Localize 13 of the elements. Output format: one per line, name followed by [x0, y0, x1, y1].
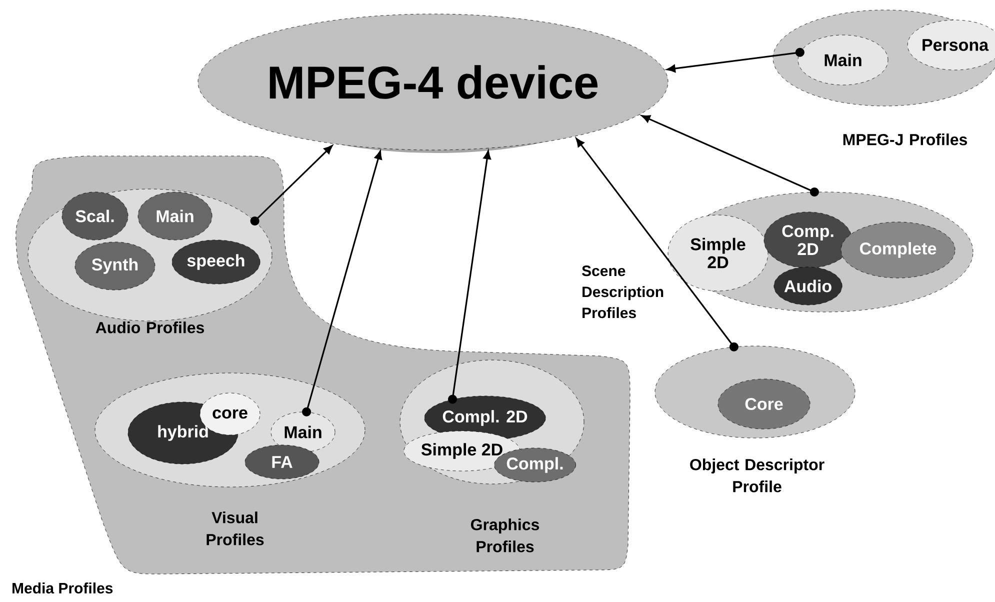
- group-heading: Object Descriptor Profile: [690, 458, 824, 492]
- region-heading: Media Profiles: [12, 582, 113, 594]
- arrow: [302, 150, 382, 416]
- arrow: [448, 150, 491, 404]
- group-heading: Scene Description Profiles: [582, 266, 664, 318]
- group-heading: Audio Profiles: [96, 322, 204, 334]
- arrow: [666, 48, 804, 72]
- arrow: [250, 145, 333, 226]
- group-heading: MPEG-J Profiles: [843, 134, 968, 146]
- group-heading: Visual Profiles: [206, 512, 264, 546]
- arrow: [641, 115, 819, 196]
- group-heading: Graphics Profiles: [470, 518, 540, 552]
- arrow: [576, 138, 738, 352]
